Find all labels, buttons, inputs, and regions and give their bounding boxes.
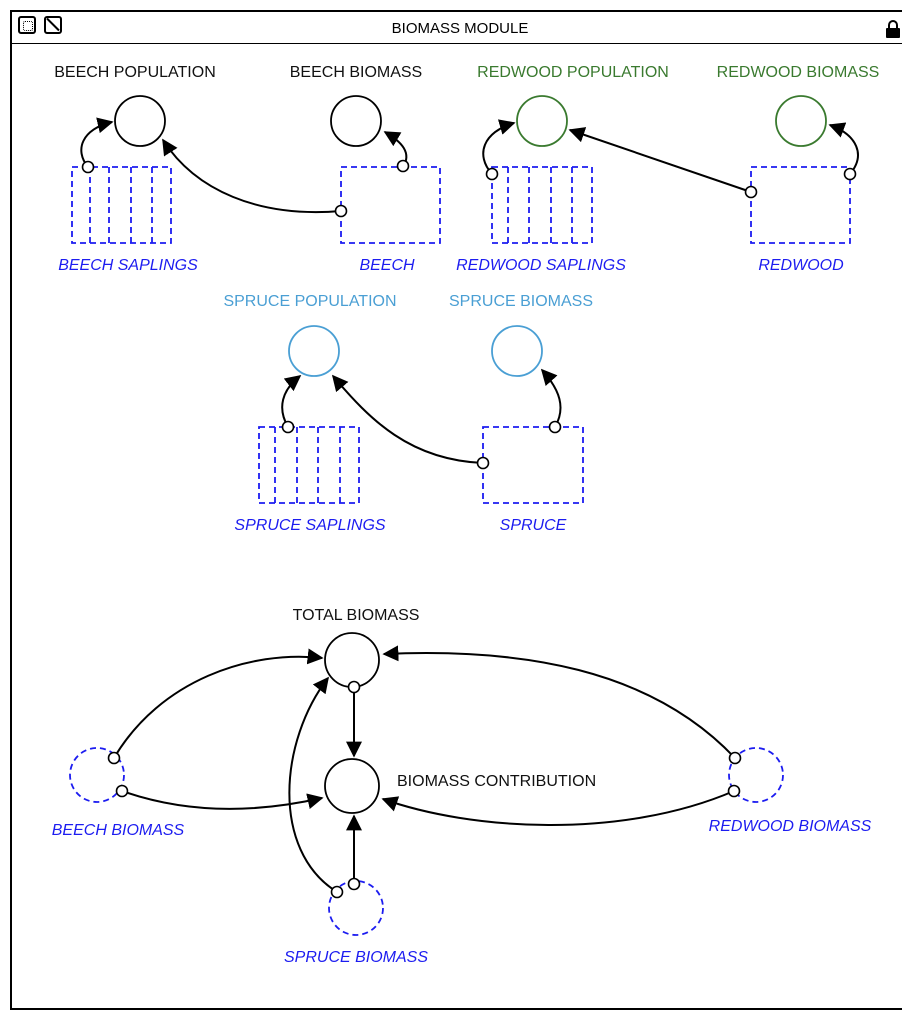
module-title-bar: BIOMASS MODULE xyxy=(12,12,902,44)
link-handle[interactable] xyxy=(728,751,742,765)
link-redwood-biomass-to-total[interactable] xyxy=(382,645,736,759)
spruce-biomass-ghost[interactable] xyxy=(328,880,384,936)
link-handle[interactable] xyxy=(396,159,410,173)
redwood-population-label: REDWOOD POPULATION xyxy=(477,64,669,81)
link-handle[interactable] xyxy=(476,456,490,470)
redwood-ghost[interactable] xyxy=(750,166,851,244)
beech-biomass-node[interactable] xyxy=(330,95,382,147)
link-spruce-biomass-to-total[interactable] xyxy=(288,676,338,893)
redwood-saplings-label: REDWOOD SAPLINGS xyxy=(456,257,626,274)
link-handle[interactable] xyxy=(281,420,295,434)
spruce-biomass-label: SPRUCE BIOMASS xyxy=(449,293,593,310)
redwood-biomass-label: REDWOOD BIOMASS xyxy=(717,64,880,81)
spruce-biomass-ghost-label: SPRUCE BIOMASS xyxy=(284,949,428,966)
spruce-population-label: SPRUCE POPULATION xyxy=(223,293,396,310)
link-handle[interactable] xyxy=(347,877,361,891)
total-biomass-node[interactable] xyxy=(324,632,380,688)
spruce-label: SPRUCE xyxy=(500,517,567,534)
spruce-saplings-ghost[interactable] xyxy=(258,426,360,504)
module-title: BIOMASS MODULE xyxy=(391,20,529,37)
biomass-contribution-label: BIOMASS CONTRIBUTION xyxy=(397,773,596,790)
link-spruce-to-spruce-population[interactable] xyxy=(331,374,484,464)
spruce-biomass-node[interactable] xyxy=(491,325,543,377)
link-handle[interactable] xyxy=(81,160,95,174)
beech-label: BEECH xyxy=(359,257,415,274)
link-handle[interactable] xyxy=(744,185,758,199)
link-handle[interactable] xyxy=(485,167,499,181)
redwood-label: REDWOOD xyxy=(758,257,844,274)
link-spruce-saplings-to-spruce-population[interactable] xyxy=(281,375,302,428)
redwood-population-node[interactable] xyxy=(516,95,568,147)
link-handle[interactable] xyxy=(334,204,348,218)
link-beech-to-beech-population[interactable] xyxy=(162,138,342,213)
link-handle[interactable] xyxy=(330,885,344,899)
link-beech-saplings-to-beech-population[interactable] xyxy=(80,117,114,168)
link-redwood-biomass-to-contribution[interactable] xyxy=(381,790,735,826)
link-handle[interactable] xyxy=(548,420,562,434)
link-icon[interactable] xyxy=(44,16,62,34)
spruce-saplings-label: SPRUCE SAPLINGS xyxy=(234,517,385,534)
redwood-biomass-ghost[interactable] xyxy=(728,747,784,803)
select-frame-icon[interactable] xyxy=(18,16,36,34)
link-beech-biomass-to-total[interactable] xyxy=(113,648,324,759)
link-spruce-to-spruce-biomass[interactable] xyxy=(540,368,562,428)
link-redwood-saplings-to-redwood-population[interactable] xyxy=(482,119,516,175)
link-handle[interactable] xyxy=(347,680,361,694)
beech-biomass-ghost[interactable] xyxy=(69,747,125,803)
module-window: BIOMASS MODULE xyxy=(10,10,902,1010)
link-handle[interactable] xyxy=(727,784,741,798)
link-handle[interactable] xyxy=(843,167,857,181)
link-redwood-to-redwood-population[interactable] xyxy=(568,127,752,193)
biomass-contribution-node[interactable] xyxy=(324,758,380,814)
link-handle[interactable] xyxy=(115,784,129,798)
beech-saplings-label: BEECH SAPLINGS xyxy=(58,257,198,274)
lock-icon[interactable] xyxy=(886,20,900,38)
beech-saplings-ghost[interactable] xyxy=(71,166,172,244)
beech-ghost[interactable] xyxy=(340,166,441,244)
spruce-population-node[interactable] xyxy=(288,325,340,377)
beech-biomass-ghost-label: BEECH BIOMASS xyxy=(52,822,185,839)
total-biomass-label: TOTAL BIOMASS xyxy=(293,607,420,624)
spruce-ghost[interactable] xyxy=(482,426,584,504)
beech-biomass-label: BEECH BIOMASS xyxy=(290,64,422,81)
link-redwood-to-redwood-biomass[interactable] xyxy=(828,122,859,175)
link-handle[interactable] xyxy=(107,751,121,765)
beech-population-node[interactable] xyxy=(114,95,166,147)
beech-population-label: BEECH POPULATION xyxy=(54,64,216,81)
redwood-biomass-node[interactable] xyxy=(775,95,827,147)
link-beech-biomass-to-contribution[interactable] xyxy=(121,790,324,810)
redwood-biomass-ghost-label: REDWOOD BIOMASS xyxy=(709,818,872,835)
redwood-saplings-ghost[interactable] xyxy=(491,166,593,244)
